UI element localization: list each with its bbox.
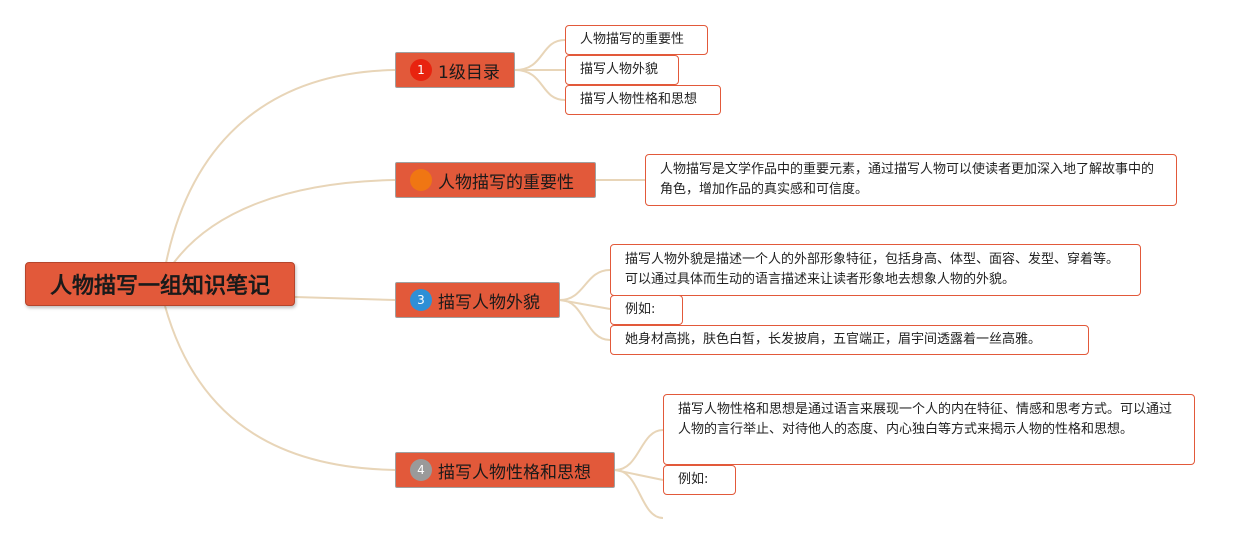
root-topic[interactable]: 人物描写一组知识笔记	[25, 262, 295, 306]
leaf-toc-character[interactable]: 描写人物性格和思想	[565, 85, 721, 115]
leaf-appearance-desc[interactable]: 描写人物外貌是描述一个人的外部形象特征，包括身高、体型、面容、发型、穿着等。可以…	[610, 244, 1141, 296]
branch-label: 描写人物外貌	[438, 292, 540, 313]
leaf-character-desc[interactable]: 描写人物性格和思想是通过语言来展现一个人的内在特征、情感和思考方式。可以通过人物…	[663, 394, 1195, 465]
branch-label: 人物描写的重要性	[438, 172, 574, 193]
priority-3-icon: 3	[410, 289, 432, 311]
leaf-character-example-label[interactable]: 例如:	[663, 465, 736, 495]
branch-importance[interactable]: 人物描写的重要性	[395, 162, 596, 198]
leaf-toc-importance[interactable]: 人物描写的重要性	[565, 25, 708, 55]
leaf-importance-desc[interactable]: 人物描写是文学作品中的重要元素，通过描写人物可以使读者更加深入地了解故事中的角色…	[645, 154, 1177, 206]
branch-label: 1级目录	[438, 62, 500, 83]
priority-1-icon: 1	[410, 59, 432, 81]
priority-4-icon: 4	[410, 459, 432, 481]
branch-label: 描写人物性格和思想	[438, 462, 591, 483]
branch-toc[interactable]: 1 1级目录	[395, 52, 515, 88]
branch-character[interactable]: 4 描写人物性格和思想	[395, 452, 615, 488]
branch-appearance[interactable]: 3 描写人物外貌	[395, 282, 560, 318]
leaf-appearance-example[interactable]: 她身材高挑，肤色白皙，长发披肩，五官端正，眉宇间透露着一丝高雅。	[610, 325, 1089, 355]
leaf-appearance-example-label[interactable]: 例如:	[610, 295, 683, 325]
leaf-toc-appearance[interactable]: 描写人物外貌	[565, 55, 679, 85]
priority-2-icon	[410, 169, 432, 191]
